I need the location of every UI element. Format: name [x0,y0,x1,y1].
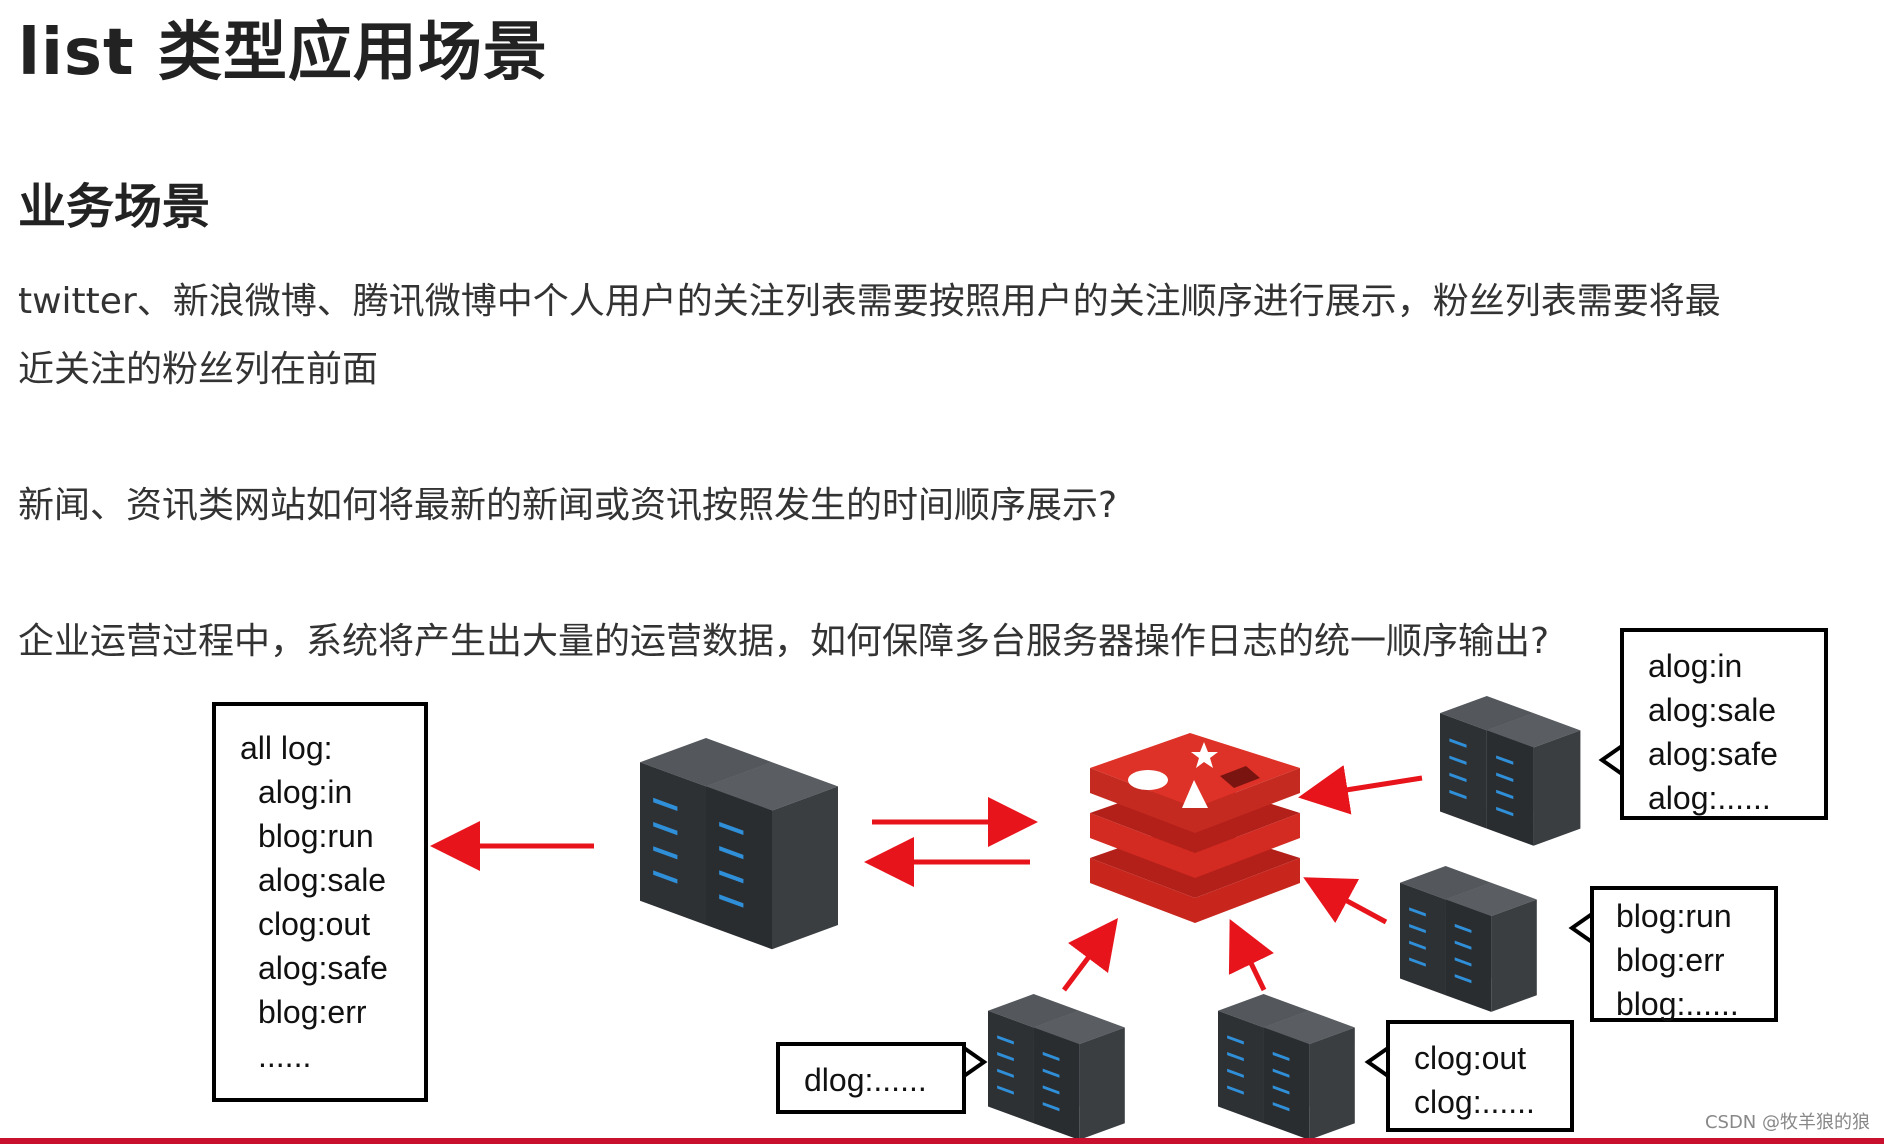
clog-box: clog:out clog:...... [1386,1020,1574,1132]
section-heading: 业务场景 [18,179,211,235]
watermark: CSDN @牧羊狼的狼 [1704,1112,1870,1133]
dlog-box: dlog:...... [776,1042,966,1114]
list-item: blog:err [1616,942,1725,978]
server-icon [1400,866,1537,1012]
list-item: dlog:...... [804,1062,927,1098]
list-item: blog:...... [1616,986,1739,1022]
list-item: alog:safe [1648,736,1778,772]
list-item: blog:run [1616,898,1732,934]
blog-box: blog:run blog:err blog:...... [1590,886,1778,1022]
footer-divider [0,1138,1884,1144]
redis-logo-icon [1090,733,1300,923]
server-icon [1440,696,1581,846]
paragraph-line: 近关注的粉丝列在前面 [18,349,379,390]
list-item: blog:run [258,818,374,854]
list-item: ...... [258,1038,312,1074]
list-item: clog:out [1414,1040,1527,1076]
list-item: clog:...... [1414,1084,1535,1120]
list-item: blog:err [258,994,367,1030]
list-item: alog:...... [1648,780,1771,816]
all-log-header: all log: [240,730,333,766]
all-log-box: all log: alog:in blog:run alog:sale clog… [212,702,428,1102]
paragraph-line: 企业运营过程中，系统将产生出大量的运营数据，如何保障多台服务器操作日志的统一顺序… [18,621,1550,662]
list-item: clog:out [258,906,371,942]
page-title: list 类型应用场景 [18,16,548,90]
arrow-icon [1062,918,1118,992]
paragraph-line: 新闻、资讯类网站如何将最新的新闻或资讯按照发生的时间顺序展示? [18,485,1118,526]
arrow-icon [1303,877,1388,925]
server-icon [640,738,838,950]
server-icon [988,994,1125,1140]
arrow-icon [1298,765,1423,815]
list-item: alog:in [258,774,353,810]
list-item: alog:sale [258,862,387,898]
paragraph-line: twitter、新浪微博、腾讯微博中个人用户的关注列表需要按照用户的关注顺序进行… [18,281,1721,322]
alog-box: alog:in alog:sale alog:safe alog:...... [1620,628,1828,820]
server-icon [1218,994,1355,1140]
list-item: alog:safe [258,950,388,986]
list-item: alog:sale [1648,692,1777,728]
list-item: alog:in [1648,648,1743,684]
arrow-icon [1228,918,1274,992]
